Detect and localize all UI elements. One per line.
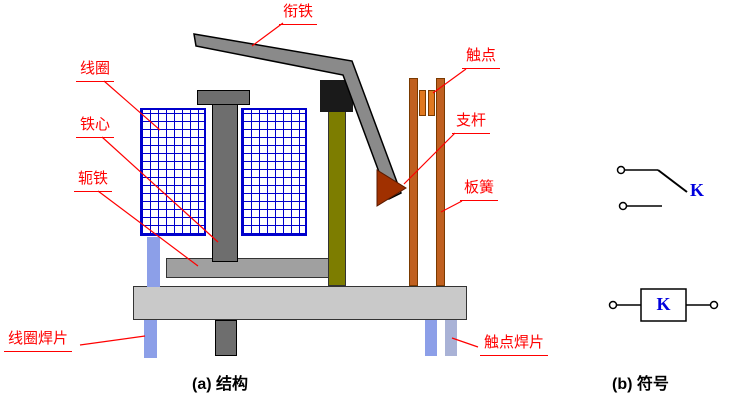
coil-terminal-left [608,300,618,310]
label-contact-solder-tab: 触点焊片 [480,334,549,356]
iron-core-cap [197,90,250,105]
iron-core [212,104,238,262]
label-coil: 线圈 [76,60,115,82]
coil-right [241,108,307,236]
symbol-contact-k-label: K [690,180,705,200]
contact-solder-tab-1 [425,320,437,356]
yoke-bar [166,258,332,278]
contact-terminal-top [616,165,626,175]
leader-armature [251,22,284,47]
core-bottom-tab [215,320,237,356]
spring-triangle [376,169,407,207]
caption-structure: (a) 结构 [192,376,249,393]
black-block [320,80,353,112]
label-coil-solder-tab: 线圈焊片 [4,330,73,352]
label-support-rod: 支杆 [452,112,491,134]
coil-solder-tab-part [144,320,157,358]
relay-contact-symbol [616,165,688,211]
label-yoke: 轭铁 [74,170,113,192]
contact-terminal-bottom [618,201,628,211]
contact-solder-tab-2 [445,320,457,356]
leader-coil-solder-tab [79,335,146,346]
coil-terminal-right [709,300,719,310]
symbol-coil-k-label: K [656,294,671,314]
caption-symbol: (b) 符号 [612,376,669,393]
olive-support-bar [328,108,346,286]
coil-left [140,108,206,236]
contact-rod-left [409,78,418,286]
coil-terminal-upper [147,237,160,287]
contact-pad-right [428,90,435,116]
base-plate [133,286,467,320]
contact-pad-left [419,90,426,116]
label-core: 铁心 [76,116,115,138]
label-contact: 触点 [462,47,501,69]
contact-blade [657,169,688,193]
label-leaf-spring: 板簧 [460,179,499,201]
contact-rod-right [436,78,445,286]
label-armature: 衔铁 [279,3,318,25]
